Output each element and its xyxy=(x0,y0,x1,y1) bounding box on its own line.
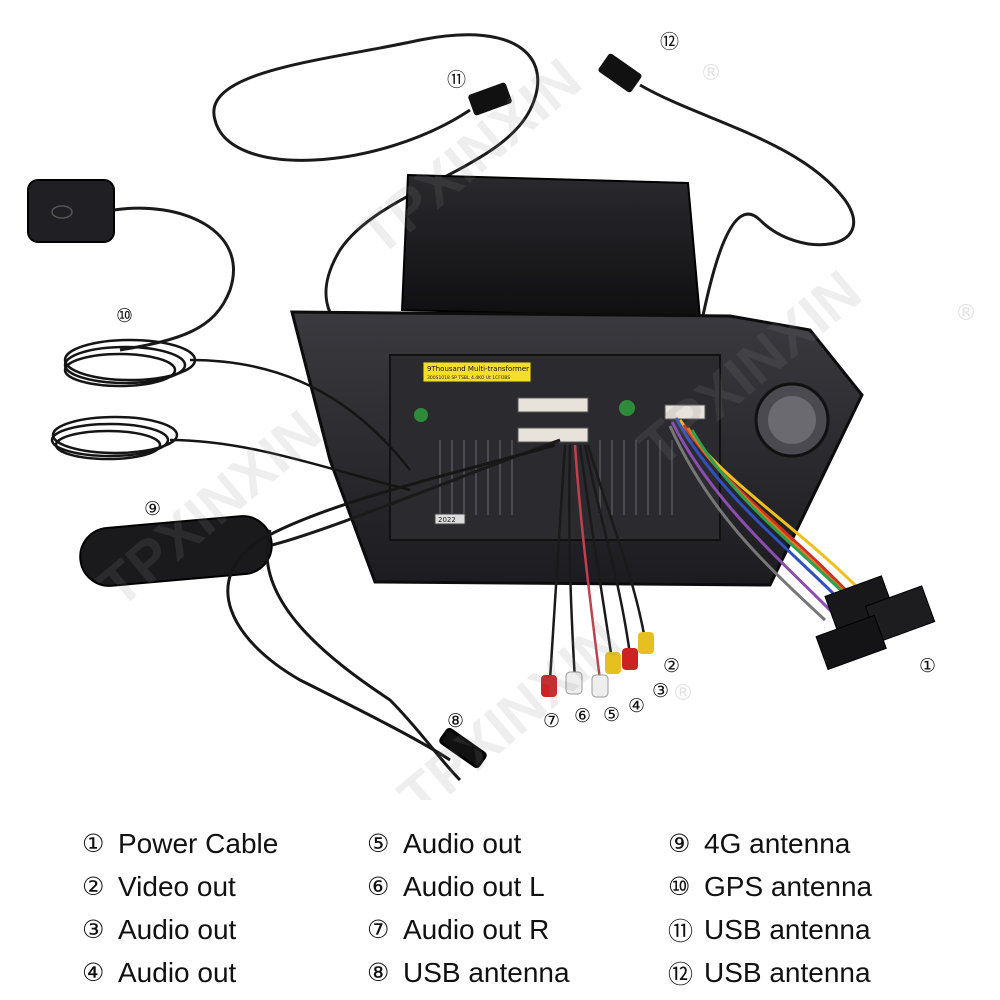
power-harness-wires xyxy=(668,417,872,622)
rca-plugs xyxy=(541,632,654,698)
legend-item-usb-antenna-12: ⑫ USB antenna xyxy=(668,951,872,994)
sticker-text-2: 300S1018 SP TSBL 4.4KO Ut 1CFOBS xyxy=(427,375,510,381)
usb-cable-11 xyxy=(212,33,540,382)
legend-number: ⑥ xyxy=(367,872,390,901)
callout-6: ⑥ xyxy=(574,705,592,727)
legend-label: Audio out R xyxy=(403,913,550,945)
legend-number: ⑧ xyxy=(367,958,390,987)
callout-11: ⑪ xyxy=(447,69,467,91)
power-plug-3 xyxy=(815,614,887,671)
green-port-right xyxy=(619,400,635,416)
callout-1: ① xyxy=(919,655,937,677)
sticker-text-1: 9Thousand Multi-transformer xyxy=(427,365,529,373)
transformer-sticker xyxy=(422,361,532,383)
legend-item-audio-out-l: ⑥ Audio out L xyxy=(367,865,570,908)
legend-item-audio-out-r: ⑦ Audio out R xyxy=(367,908,570,951)
legend-label: Audio out xyxy=(118,956,237,988)
legend-number: ⑪ xyxy=(668,916,694,946)
legend-number: ② xyxy=(82,872,105,901)
gps-puck xyxy=(27,179,235,352)
legend-label: USB antenna xyxy=(704,956,871,988)
legend-number: ⑩ xyxy=(668,872,691,901)
legend-number: ③ xyxy=(82,915,105,944)
callout-4: ④ xyxy=(628,695,646,717)
callout-2: ② xyxy=(663,655,681,677)
legend-number: ① xyxy=(82,829,105,858)
legend-label: Audio out xyxy=(403,827,522,859)
legend-number: ⑦ xyxy=(367,915,390,944)
legend-label: USB antenna xyxy=(704,913,871,945)
legend-label: Video out xyxy=(118,870,236,902)
heatsink-fins xyxy=(439,440,673,515)
watermark-mark-3: ® xyxy=(672,681,694,706)
watermark-mark-1: ® xyxy=(700,61,722,86)
callout-9: ⑨ xyxy=(144,498,162,520)
legend-item-usb-antenna-8: ⑧ USB antenna xyxy=(367,951,570,994)
legend-number: ④ xyxy=(82,958,105,987)
callout-5: ⑤ xyxy=(603,704,621,726)
chip-sticker xyxy=(434,513,466,525)
usb-cable-8 xyxy=(226,443,556,782)
legend-column-3: ⑨ 4G antenna ⑩ GPS antenna ⑪ USB antenna… xyxy=(668,822,872,994)
callout-3: ③ xyxy=(652,680,670,702)
callout-10: ⑩ xyxy=(116,305,134,327)
chip-sticker-text: 2022 xyxy=(438,516,456,524)
connector-block-1 xyxy=(517,397,589,413)
legend-number: ⑤ xyxy=(367,829,390,858)
rca-cables xyxy=(548,444,647,681)
gps-cable-coil xyxy=(50,338,411,492)
legend-label: Audio out L xyxy=(403,870,545,902)
legend-item-gps-antenna: ⑩ GPS antenna xyxy=(668,865,872,908)
callout-7: ⑦ xyxy=(543,710,561,732)
legend-column-2: ⑤ Audio out ⑥ Audio out L ⑦ Audio out R … xyxy=(367,822,570,994)
callout-8: ⑧ xyxy=(447,710,465,732)
legend-label: Power Cable xyxy=(118,827,279,859)
watermark-mark-2: ® xyxy=(955,301,977,326)
legend-label: GPS antenna xyxy=(704,870,873,902)
watermark-4: TPXINXIN xyxy=(387,608,634,800)
legend-item-usb-antenna-11: ⑪ USB antenna xyxy=(668,908,872,951)
legend-label: Audio out xyxy=(118,913,237,945)
legend-item-4g-antenna: ⑨ 4G antenna xyxy=(668,822,872,865)
product-photo: 9Thousand Multi-transformer 300S1018 SP … xyxy=(27,33,977,800)
legend-column-1: ① Power Cable ② Video out ③ Audio out ④ … xyxy=(82,822,278,994)
legend-item-audio-out-3: ③ Audio out xyxy=(82,908,278,951)
legend-number: ⑨ xyxy=(668,829,691,858)
legend-label: 4G antenna xyxy=(704,827,851,859)
legend-label: USB antenna xyxy=(403,956,570,988)
connector-block-3 xyxy=(664,404,706,420)
green-port-left xyxy=(414,408,428,422)
legend-item-audio-out-5: ⑤ Audio out xyxy=(367,822,570,865)
legend-item-power-cable: ① Power Cable xyxy=(82,822,278,865)
connector-block-2 xyxy=(517,427,589,443)
legend-item-audio-out-4: ④ Audio out xyxy=(82,951,278,994)
legend-item-video-out: ② Video out xyxy=(82,865,278,908)
callout-12: ⑫ xyxy=(660,31,680,53)
legend-number: ⑫ xyxy=(668,959,694,989)
